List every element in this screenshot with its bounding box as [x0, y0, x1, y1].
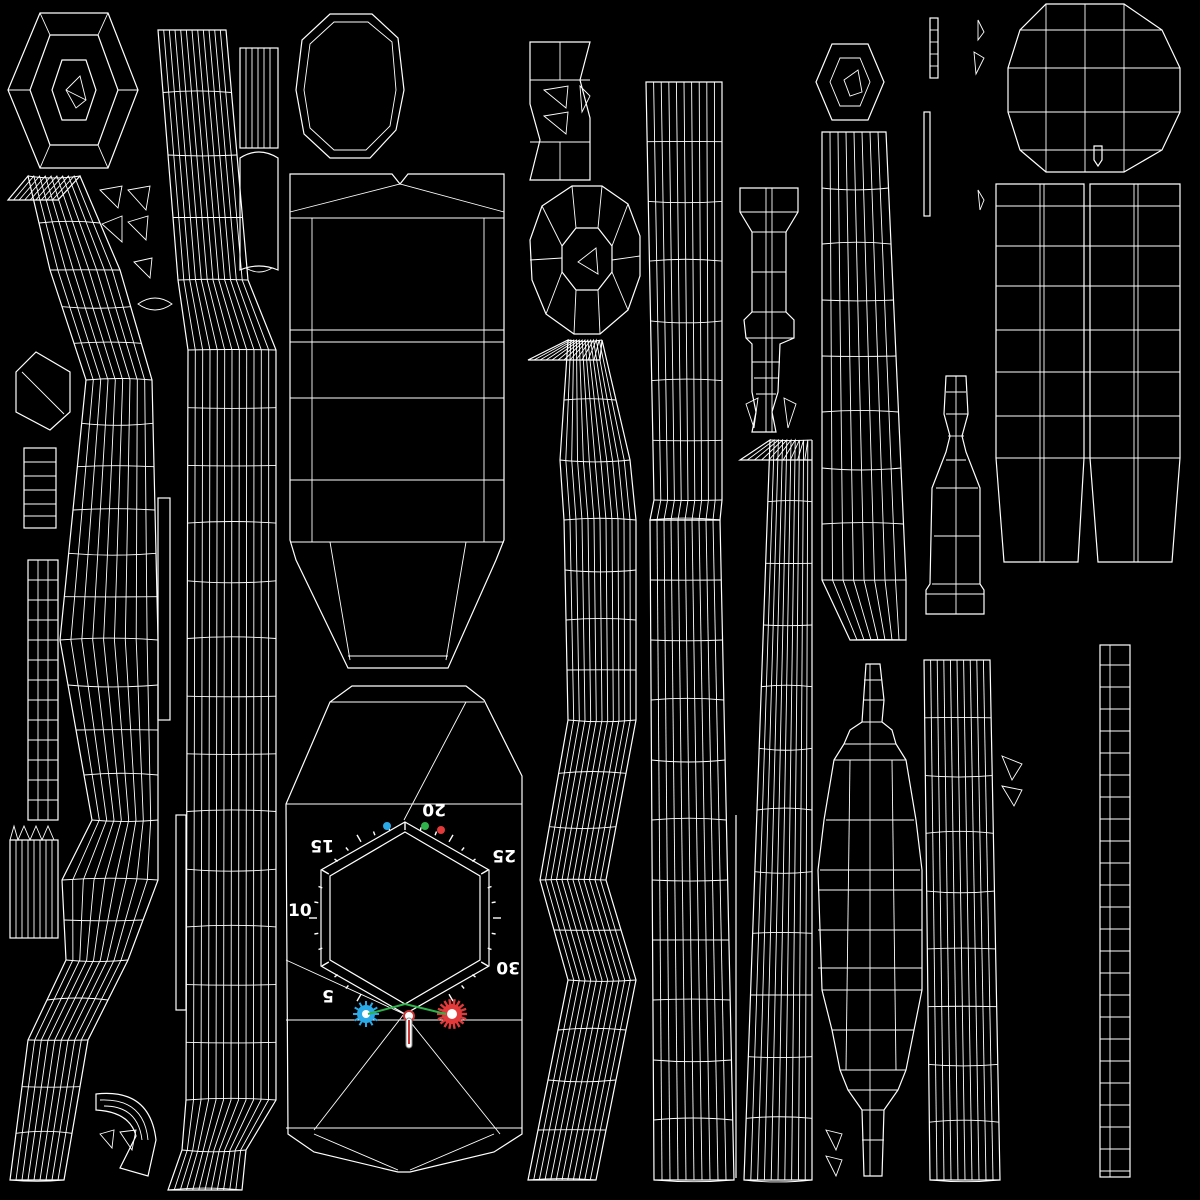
hex-fragment-left [15, 351, 71, 431]
strip-center-c [527, 338, 637, 1181]
knob-sphere-island [1007, 3, 1181, 173]
body-panel-upper [289, 173, 505, 669]
dial-label-25: 25 [492, 845, 516, 865]
strip-center-f [738, 131, 1001, 1183]
strip-left-b [157, 29, 277, 1191]
strip-left-a [6, 174, 159, 1182]
dial-label-10: 10 [288, 901, 312, 921]
hex-nut-small [815, 43, 885, 121]
thermostat-dial: 5 10 15 20 25 30 [288, 799, 520, 1049]
bracket-island [95, 1092, 157, 1177]
tube-piece-top [239, 47, 279, 273]
dial-label-5: 5 [322, 985, 334, 1005]
dial-bezel-island [295, 13, 405, 159]
dial-label-20: 20 [422, 799, 446, 819]
bolt-pieces-left [9, 447, 59, 939]
valve-stem-piece [739, 187, 799, 433]
thin-strips [157, 111, 931, 1178]
bolt-piece-right [925, 375, 985, 615]
sun-icon [437, 998, 467, 1030]
strip-center-d [645, 81, 723, 521]
body-panel-lower [285, 685, 523, 1173]
dial-label-30: 30 [496, 957, 520, 977]
hex-nut-island [7, 12, 139, 169]
thermometer-icon [367, 1003, 447, 1049]
strip-center-e [649, 519, 735, 1183]
dial-label-15: 15 [310, 835, 334, 855]
dial-marker-blue [383, 822, 391, 830]
small-fragments-right [825, 17, 1023, 1178]
small-fragments-left [99, 185, 173, 311]
snowflake-icon [353, 1001, 379, 1027]
dial-marker-red [437, 826, 445, 834]
ladder-strip-right [1099, 644, 1131, 1178]
dial-cap-island [529, 185, 641, 335]
dial-ticks [309, 822, 501, 1002]
spindle-island [817, 663, 923, 1177]
dial-marker-green [421, 822, 429, 830]
hinge-piece [529, 41, 591, 181]
side-panels-right [995, 183, 1181, 563]
